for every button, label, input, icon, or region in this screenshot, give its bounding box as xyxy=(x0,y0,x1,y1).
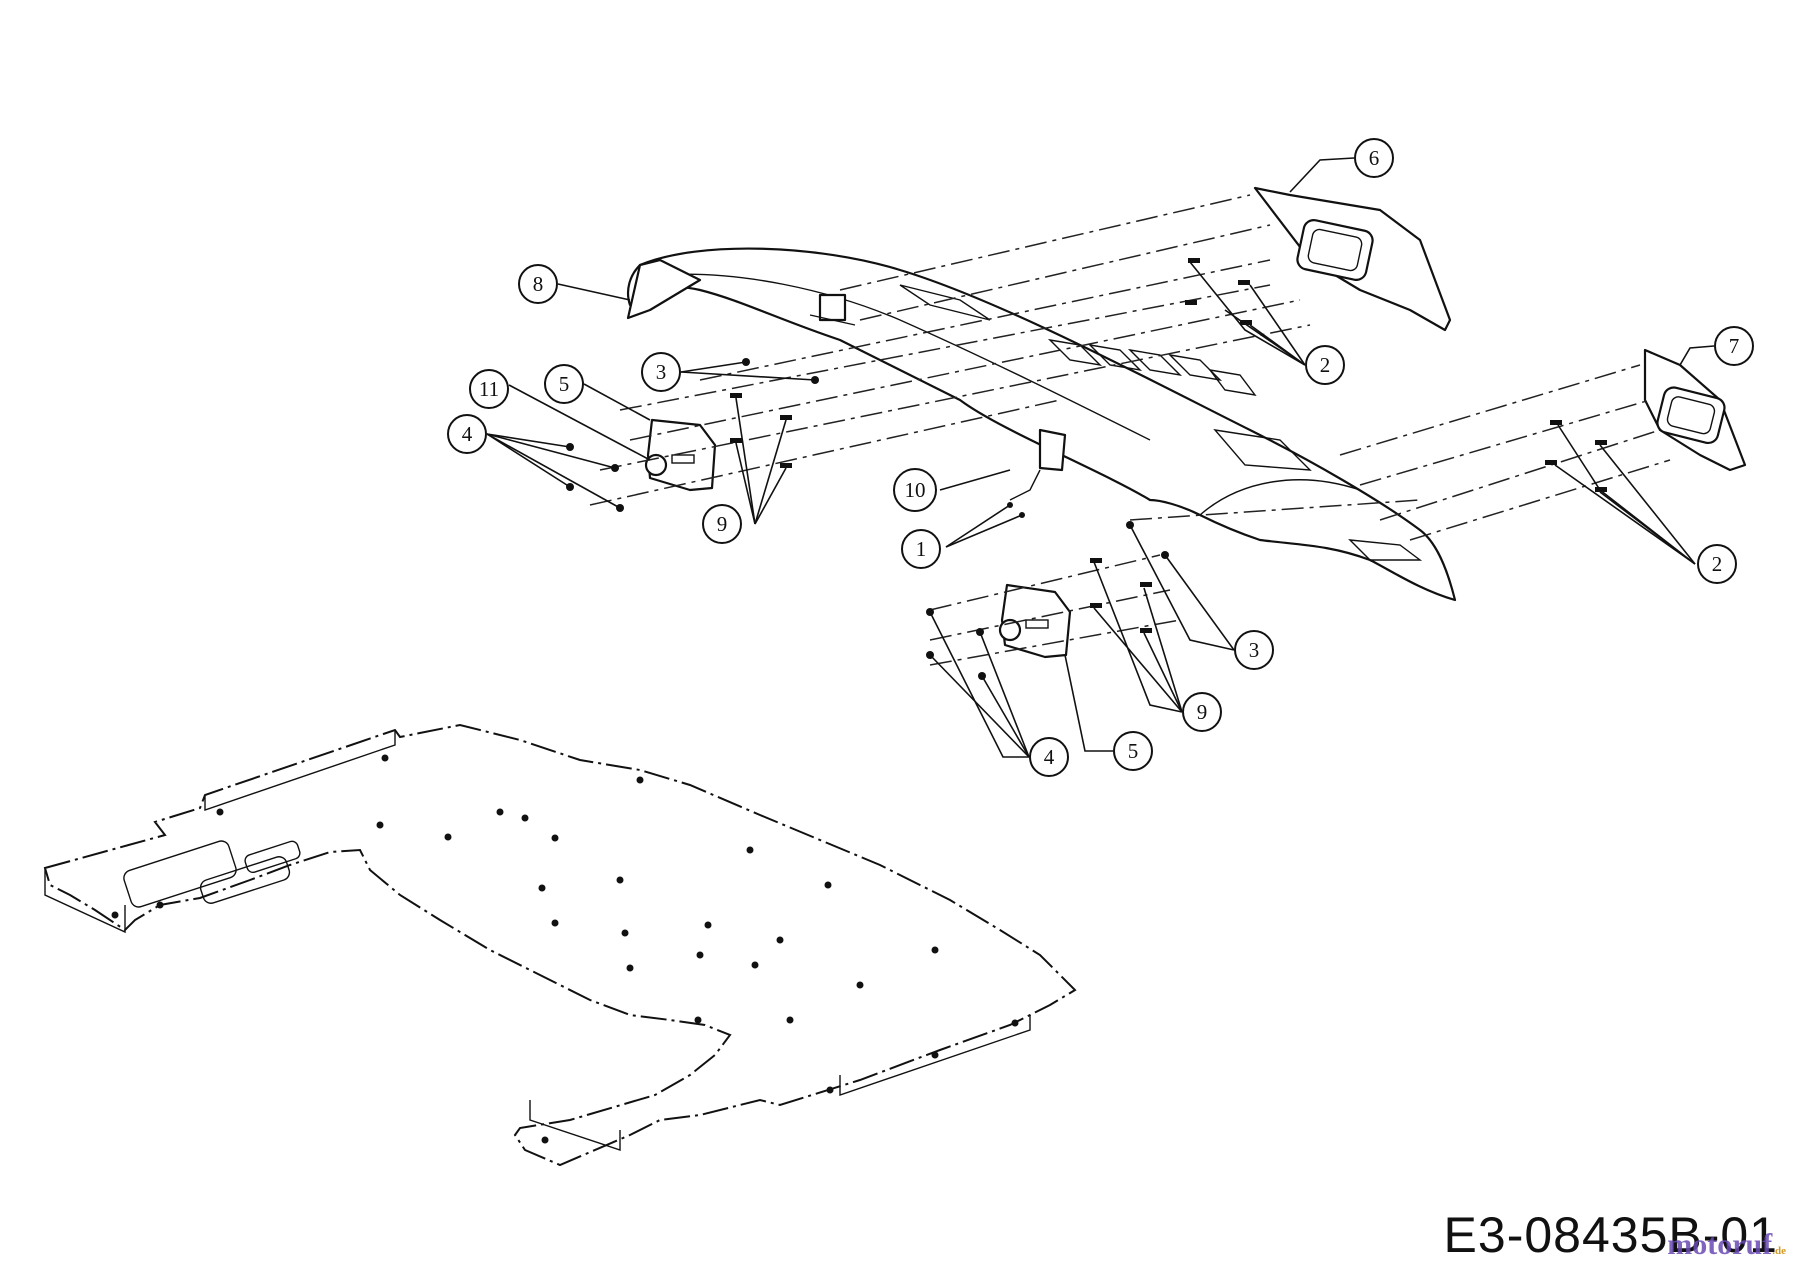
callout-7: 7 xyxy=(1714,326,1754,366)
callout-1: 1 xyxy=(901,529,941,569)
callout-3-upper: 3 xyxy=(641,352,681,392)
callout-5-upper: 5 xyxy=(544,364,584,404)
callout-3-lower: 3 xyxy=(1234,630,1274,670)
callout-label: 7 xyxy=(1729,334,1740,358)
callout-label: 2 xyxy=(1320,353,1331,377)
base-plate-holes xyxy=(111,754,1019,1144)
callout-label: 1 xyxy=(916,537,927,561)
callout-label: 3 xyxy=(1249,638,1260,662)
callout-2-upper: 2 xyxy=(1305,345,1345,385)
callout-label: 4 xyxy=(1044,745,1055,769)
callout-10: 10 xyxy=(893,468,937,512)
headlight-right xyxy=(998,583,1072,659)
drawing-number: E3-08435B-01 xyxy=(1443,1207,1778,1263)
bezel-6 xyxy=(1253,186,1452,332)
callout-label: 5 xyxy=(1128,739,1139,763)
watermark-brand: motoruf xyxy=(1667,1228,1773,1261)
callout-11: 11 xyxy=(469,369,509,409)
callout-label: 3 xyxy=(656,360,667,384)
callout-5-lower: 5 xyxy=(1113,731,1153,771)
callout-8: 8 xyxy=(518,264,558,304)
callout-label: 6 xyxy=(1369,146,1380,170)
hood-assembly xyxy=(626,247,1457,602)
callout-2-lower: 2 xyxy=(1697,544,1737,584)
callout-4-lower: 4 xyxy=(1029,737,1069,777)
callout-label: 9 xyxy=(1197,700,1208,724)
callout-label: 10 xyxy=(905,478,926,502)
headlight-left xyxy=(644,418,717,492)
bezel-7 xyxy=(1643,348,1747,472)
callout-6: 6 xyxy=(1354,138,1394,178)
callout-9-lower: 9 xyxy=(1182,692,1222,732)
watermark-logo: motoruf.de xyxy=(1667,1228,1786,1262)
fasteners xyxy=(566,258,1607,680)
hinge-bracket xyxy=(809,293,856,326)
leader-lines xyxy=(486,157,1715,758)
assembly-lines xyxy=(589,194,1671,666)
watermark-suffix: .de xyxy=(1772,1245,1786,1257)
callout-label: 4 xyxy=(462,422,473,446)
callout-label: 9 xyxy=(717,512,728,536)
callout-label: 5 xyxy=(559,372,570,396)
callout-4-upper: 4 xyxy=(447,414,487,454)
callout-9-upper: 9 xyxy=(702,504,742,544)
callout-label: 8 xyxy=(533,272,544,296)
clip-10 xyxy=(1009,428,1067,501)
callout-label: 11 xyxy=(479,377,499,401)
base-plate xyxy=(43,723,1077,1167)
callout-label: 2 xyxy=(1712,552,1723,576)
